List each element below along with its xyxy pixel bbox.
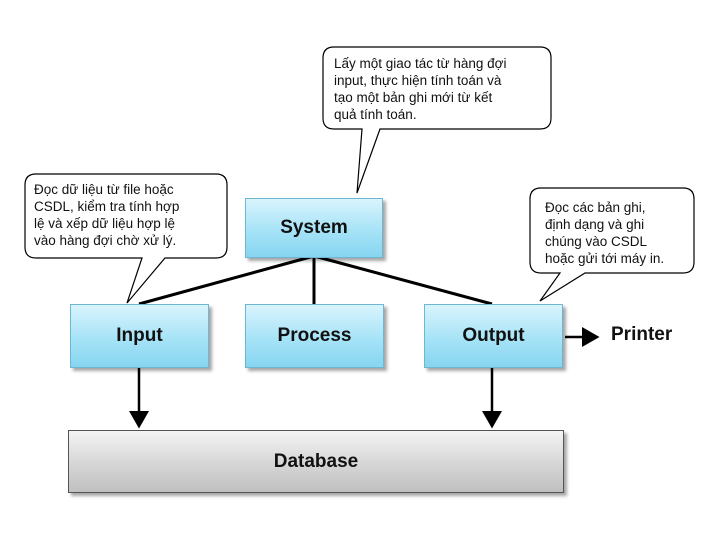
output-box: Output xyxy=(424,304,563,368)
connector-system-input xyxy=(138,254,315,306)
system-box: System xyxy=(245,198,383,258)
callout-right-bubble xyxy=(529,187,695,302)
callout-top-bubble xyxy=(322,46,552,194)
input-label: Input xyxy=(116,325,163,346)
connector-system-output xyxy=(313,254,493,306)
process-box: Process xyxy=(245,304,384,368)
database-label: Database xyxy=(273,450,359,472)
callout-left-text: Đọc dữ liệu từ file hoặc CSDL, kiểm tra … xyxy=(34,182,180,248)
system-label: System xyxy=(280,217,348,238)
input-box: Input xyxy=(70,304,209,368)
callout-top-text: Lấy một giao tác từ hàng đợi input, thực… xyxy=(334,56,507,122)
database-box: Database xyxy=(68,430,564,493)
printer-label: Printer xyxy=(611,324,673,345)
callout-right-text: Đọc các bản ghi, định dạng và ghi chúng … xyxy=(545,200,665,266)
output-label: Output xyxy=(462,325,525,346)
callout-left-bubble xyxy=(24,173,228,304)
process-label: Process xyxy=(277,325,352,346)
